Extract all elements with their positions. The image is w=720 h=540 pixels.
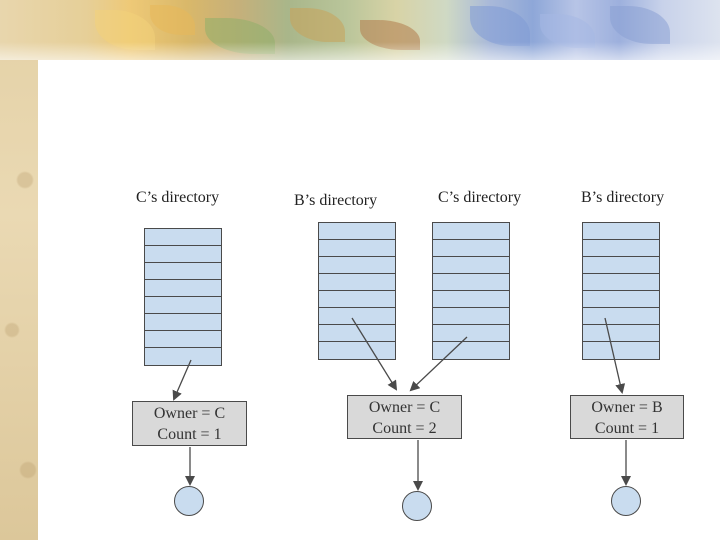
directory-entry-row xyxy=(583,274,659,291)
middle-c-directory-table xyxy=(432,222,510,360)
background-paper-strip xyxy=(0,0,38,540)
owner-text: Owner = C xyxy=(368,399,441,416)
leaf-decoration xyxy=(95,10,155,50)
directory-entry-row xyxy=(583,257,659,274)
leaf-decoration xyxy=(205,18,275,54)
right-b-directory-table xyxy=(582,222,660,360)
directory-entry-row xyxy=(319,291,395,308)
right-b-directory-label: B’s directory xyxy=(581,189,665,206)
leaf-decoration xyxy=(290,8,345,42)
middle-c-directory-label: C’s directory xyxy=(438,189,522,206)
count-text: Count = 1 xyxy=(594,420,660,437)
left-file-node xyxy=(174,486,204,516)
leaf-decoration xyxy=(150,5,195,35)
directory-entry-row xyxy=(583,291,659,308)
directory-entry-row xyxy=(433,308,509,325)
owner-text: Owner = B xyxy=(591,399,663,416)
directory-entry-row xyxy=(145,246,221,263)
directory-entry-row xyxy=(583,240,659,257)
directory-entry-row xyxy=(145,263,221,280)
directory-entry-row xyxy=(433,274,509,291)
count-text: Count = 2 xyxy=(372,420,437,437)
directory-entry-row xyxy=(433,325,509,342)
middle-b-directory-label: B’s directory xyxy=(294,192,378,209)
directory-entry-row xyxy=(583,308,659,325)
leaf-decoration xyxy=(470,6,530,46)
directory-entry-row xyxy=(433,223,509,240)
directory-entry-row xyxy=(433,291,509,308)
leaf-decoration xyxy=(610,6,670,44)
directory-entry-row xyxy=(433,240,509,257)
directory-entry-row xyxy=(319,308,395,325)
decorative-banner xyxy=(0,0,720,60)
directory-entry-row xyxy=(319,342,395,359)
left-c-directory-label: C’s directory xyxy=(136,189,220,206)
directory-entry-row xyxy=(583,325,659,342)
middle-inode-box: Owner = C Count = 2 xyxy=(347,395,462,439)
directory-entry-row xyxy=(145,297,221,314)
directory-entry-row xyxy=(433,342,509,359)
directory-entry-row xyxy=(145,280,221,297)
directory-entry-row xyxy=(319,223,395,240)
middle-b-directory-table xyxy=(318,222,396,360)
count-text: Count = 1 xyxy=(157,426,222,443)
left-c-directory-table xyxy=(144,228,222,366)
owner-text: Owner = C xyxy=(153,405,226,422)
directory-entry-row xyxy=(319,240,395,257)
directory-entry-row xyxy=(433,257,509,274)
middle-file-node xyxy=(402,491,432,521)
directory-entry-row xyxy=(145,331,221,348)
leaf-decoration xyxy=(360,20,420,50)
directory-entry-row xyxy=(145,348,221,365)
right-file-node xyxy=(611,486,641,516)
directory-entry-row xyxy=(319,325,395,342)
leaf-decoration xyxy=(540,14,595,48)
right-inode-box: Owner = B Count = 1 xyxy=(570,395,684,439)
directory-entry-row xyxy=(583,223,659,240)
directory-entry-row xyxy=(145,229,221,246)
directory-entry-row xyxy=(583,342,659,359)
directory-entry-row xyxy=(145,314,221,331)
directory-entry-row xyxy=(319,274,395,291)
directory-entry-row xyxy=(319,257,395,274)
left-inode-box: Owner = C Count = 1 xyxy=(132,401,247,446)
